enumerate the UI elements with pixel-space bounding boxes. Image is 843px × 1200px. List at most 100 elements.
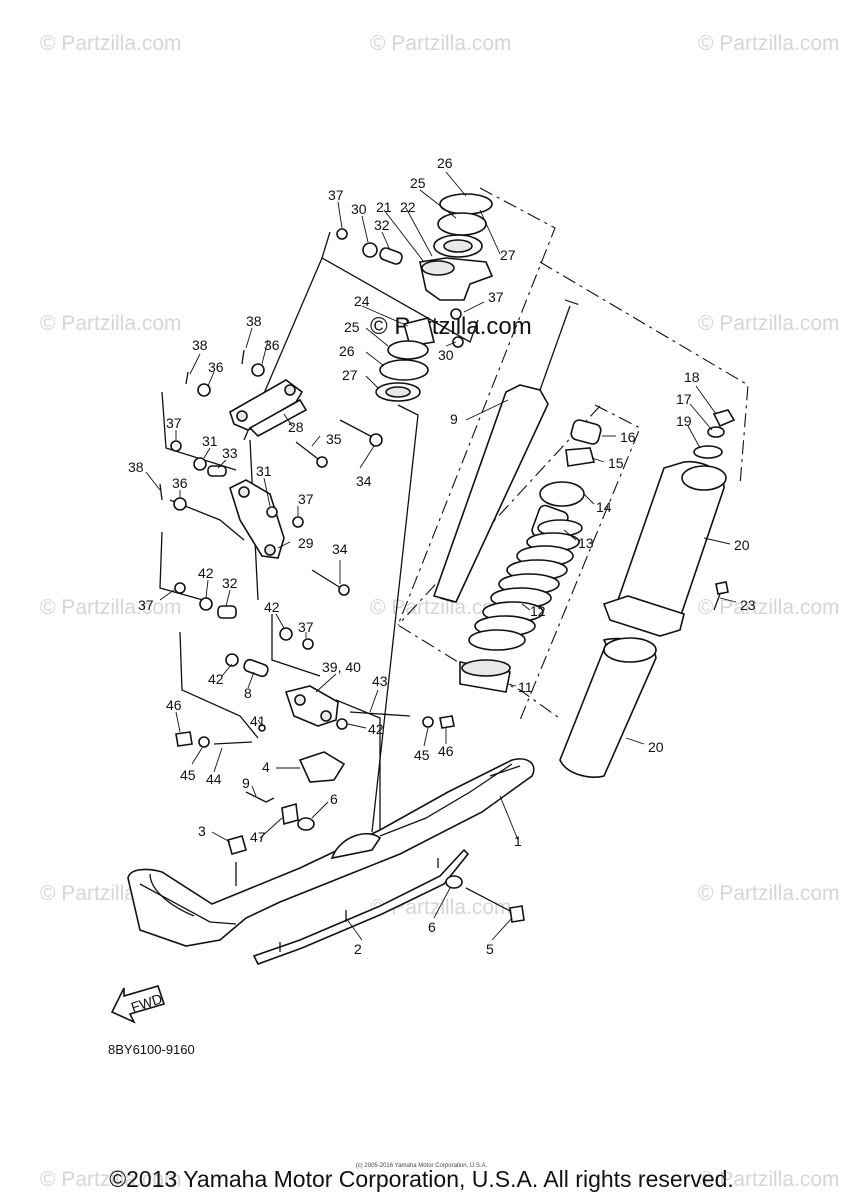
block-4 (298, 751, 346, 783)
callout-46-a[interactable]: 46 (438, 743, 454, 759)
callout-37-d[interactable]: 37 (298, 491, 314, 507)
assembly-outlines (397, 187, 749, 721)
callout-5[interactable]: 5 (486, 941, 494, 957)
callout-35[interactable]: 35 (326, 431, 342, 447)
callout-22[interactable]: 21 (376, 199, 392, 215)
callout-42-c[interactable]: 42 (208, 671, 224, 687)
callout-11[interactable]: 12 (530, 603, 546, 619)
callout-42-d[interactable]: 42 (368, 721, 384, 737)
watermark: © Partzilla.com (698, 1168, 840, 1191)
leader-lines (145, 171, 737, 941)
watermark: © Partzilla.com (370, 32, 512, 55)
wear-bar (252, 848, 470, 965)
callout-6-a[interactable]: 6 (330, 791, 338, 807)
fwd-arrow[interactable]: FWD (110, 985, 166, 1024)
linkage (159, 349, 455, 783)
callout-3[interactable]: 3 (198, 823, 206, 839)
callout-38-b[interactable]: 38 (192, 337, 208, 353)
callout-12[interactable]: 13 (578, 535, 594, 551)
shock-tube (432, 384, 549, 603)
callout-34-a[interactable]: 34 (356, 473, 372, 489)
watermark: © Partzilla.com (698, 596, 840, 619)
callout-18[interactable]: 19 (676, 413, 692, 429)
callout-9[interactable]: 9 (450, 411, 458, 427)
callout-10[interactable]: 11 (518, 679, 533, 695)
callout-38-c[interactable]: 38 (128, 459, 144, 475)
watermark-center: © Partzilla.com (370, 313, 532, 340)
watermark: © Partzilla.com (698, 312, 840, 335)
callout-36-a[interactable]: 36 (264, 337, 280, 353)
callout-27-top[interactable]: 27 (500, 247, 516, 263)
callout-24[interactable]: 24 (354, 293, 370, 309)
callout-21[interactable]: 23 (740, 597, 756, 613)
bracket-outlines (159, 231, 479, 886)
callout-13[interactable]: 14 (596, 499, 612, 515)
callout-19[interactable]: 20 (734, 537, 750, 553)
callout-36-b[interactable]: 36 (208, 359, 224, 375)
callout-25-low[interactable]: 25 (344, 319, 360, 335)
watermark: © Partzilla.com (40, 312, 182, 335)
callout-23[interactable]: 22 (400, 199, 416, 215)
callout-41[interactable]: 41 (250, 713, 266, 729)
fine-print: (c) 2005-2016 Yamaha Motor Corporation, … (355, 1163, 488, 1169)
callout-47[interactable]: 47 (250, 829, 266, 845)
copyright: ©2013 Yamaha Motor Corporation, U.S.A. A… (109, 1166, 734, 1192)
watermark: © Partzilla.com (698, 32, 840, 55)
callout-43[interactable]: 43 (372, 673, 388, 689)
callout-37-top[interactable]: 37 (328, 187, 344, 203)
callouts: 26 25 21 22 37 30 32 27 37 24 25 30 26 2… (128, 155, 756, 957)
callout-29[interactable]: 29 (298, 535, 314, 551)
callout-27-low[interactable]: 27 (342, 367, 358, 383)
watermark: © Partzilla.com (370, 596, 512, 619)
callout-4[interactable]: 4 (262, 759, 270, 775)
ski-body (127, 758, 535, 947)
callout-37-b[interactable]: 37 (488, 289, 504, 305)
washer-26-top (439, 193, 493, 215)
callout-36-c[interactable]: 36 (172, 475, 188, 491)
callout-46-b[interactable]: 46 (166, 697, 182, 713)
callout-28[interactable]: 28 (288, 419, 304, 435)
callout-30-top[interactable]: 30 (351, 201, 367, 217)
callout-16[interactable]: 17 (676, 391, 692, 407)
callout-14[interactable]: 15 (608, 455, 624, 471)
callout-6-b[interactable]: 6 (428, 919, 436, 935)
callout-45-a[interactable]: 45 (414, 747, 430, 763)
callout-31-b[interactable]: 31 (256, 463, 272, 479)
watermark: © Partzilla.com (40, 32, 182, 55)
callout-26-low[interactable]: 26 (339, 343, 355, 359)
callout-44[interactable]: 44 (206, 771, 222, 787)
callout-39-40[interactable]: 39, 40 (322, 659, 361, 675)
callout-37-e[interactable]: 37 (138, 597, 154, 613)
callout-34-b[interactable]: 34 (332, 541, 348, 557)
callout-8[interactable]: 9 (242, 775, 250, 791)
callout-17[interactable]: 18 (684, 369, 700, 385)
coil-spring (468, 519, 583, 651)
callout-38-a[interactable]: 38 (246, 313, 262, 329)
callout-42-a[interactable]: 42 (198, 565, 214, 581)
bracket-29 (229, 479, 285, 559)
callout-15[interactable]: 16 (620, 429, 636, 445)
callout-45-b[interactable]: 45 (180, 767, 196, 783)
callout-31-a[interactable]: 31 (202, 433, 218, 449)
callout-26-top[interactable]: 26 (437, 155, 453, 171)
watermark: © Partzilla.com (698, 882, 840, 905)
callout-42-b[interactable]: 42 (264, 599, 280, 615)
watermark: © Partzilla.com (40, 1168, 182, 1191)
diagram-code: 8BY6100-9160 (108, 1042, 195, 1057)
callout-25-top[interactable]: 25 (410, 175, 426, 191)
callout-7[interactable]: 8 (244, 685, 252, 701)
callout-1[interactable]: 1 (514, 833, 522, 849)
shock-absorber (336, 193, 736, 778)
callout-37-c[interactable]: 37 (166, 415, 182, 431)
callout-30-low[interactable]: 30 (438, 347, 454, 363)
watermark-layer: © Partzilla.com © Partzilla.com © Partzi… (40, 32, 840, 1191)
callout-33[interactable]: 33 (222, 445, 238, 461)
callout-37-f[interactable]: 37 (298, 619, 314, 635)
callout-32-top[interactable]: 32 (374, 217, 390, 233)
callout-32-b[interactable]: 32 (222, 575, 238, 591)
ski (127, 758, 535, 965)
callout-20[interactable]: 20 (648, 739, 664, 755)
watermark: © Partzilla.com (40, 596, 182, 619)
callout-2[interactable]: 2 (354, 941, 362, 957)
